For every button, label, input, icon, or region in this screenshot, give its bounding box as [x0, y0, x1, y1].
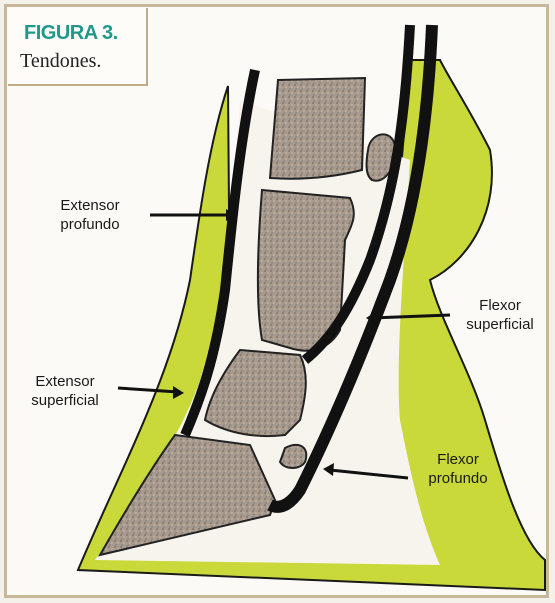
label-flexor-superficial-line1: Flexor: [448, 296, 552, 315]
label-flexor-profundo-line2: profundo: [408, 469, 508, 488]
label-flexor-superficial: Flexor superficial: [448, 296, 552, 334]
label-extensor-profundo-line1: Extensor: [40, 196, 140, 215]
label-extensor-superficial-line2: superficial: [10, 391, 120, 410]
figure-label: FIGURA 3.: [24, 22, 118, 45]
pointer-extensor-superficial: [118, 386, 184, 399]
navicular-bone: [280, 445, 306, 468]
label-extensor-superficial: Extensor superficial: [10, 372, 120, 410]
label-flexor-profundo-line1: Flexor: [408, 450, 508, 469]
label-flexor-profundo: Flexor profundo: [408, 450, 508, 488]
label-extensor-superficial-line1: Extensor: [10, 372, 120, 391]
label-extensor-profundo-line2: profundo: [40, 215, 140, 234]
caption-box: [8, 8, 148, 86]
label-flexor-superficial-line2: superficial: [448, 315, 552, 334]
figure-subtitle: Tendones.: [20, 50, 101, 73]
label-extensor-profundo: Extensor profundo: [40, 196, 140, 234]
cannon-bone: [270, 78, 365, 179]
